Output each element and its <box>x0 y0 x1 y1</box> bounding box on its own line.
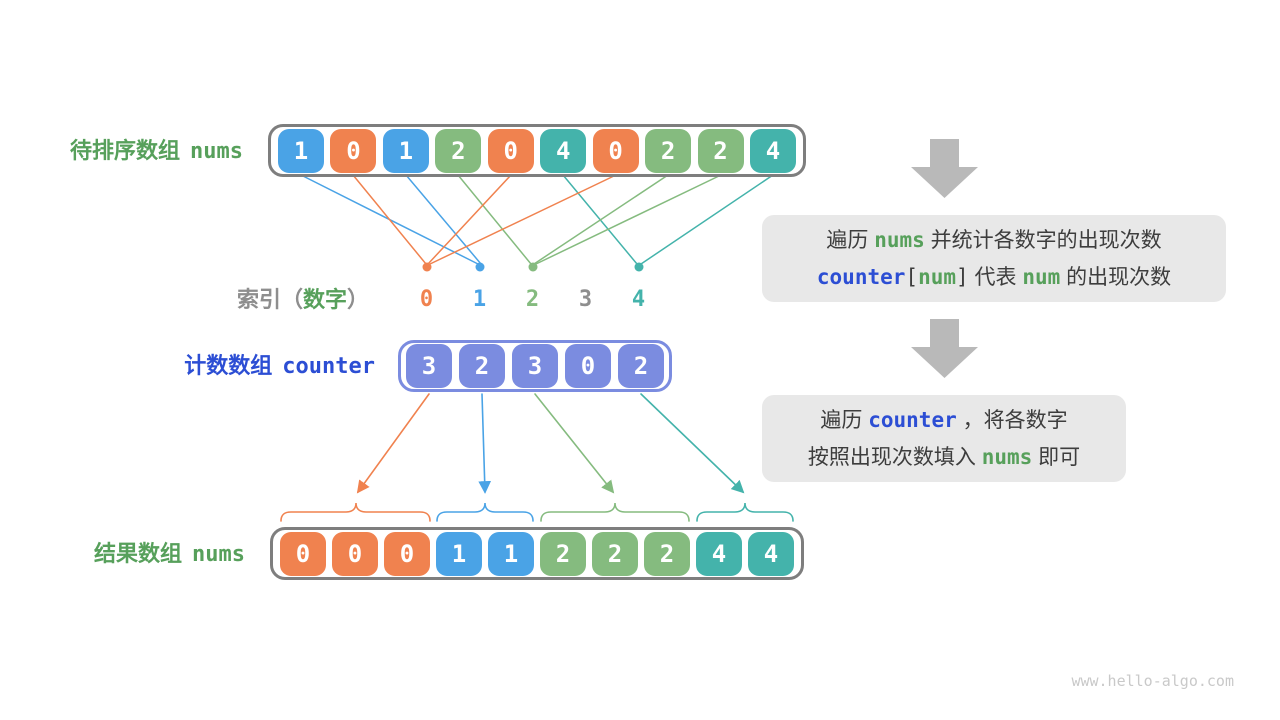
text-segment: 数字 <box>303 287 348 312</box>
text-segment: [ <box>905 264 919 289</box>
array-cell: 1 <box>488 531 534 576</box>
text-segment: counter <box>868 407 957 432</box>
array-cell: 4 <box>540 128 587 173</box>
counter-array-label-text: 计数数组 <box>184 353 273 378</box>
array-cell: 2 <box>697 128 744 173</box>
index-digit: 2 <box>525 287 540 312</box>
result-array-code: nums <box>192 542 245 567</box>
array-cell: 2 <box>540 531 586 576</box>
watermark: www.hello-algo.com <box>1071 672 1234 690</box>
array-cell: 3 <box>512 344 558 388</box>
index-digits-row: 0 1 2 3 4 <box>400 288 665 312</box>
text-segment: num <box>1022 264 1061 289</box>
callout-count-line1: 遍历 nums 并统计各数字的出现次数 <box>826 222 1161 259</box>
callout-count-line2: counter[num] 代表 num 的出现次数 <box>817 259 1171 296</box>
text-segment: nums <box>981 444 1033 469</box>
unsorted-array-code: nums <box>190 139 243 164</box>
array-cell: 2 <box>618 344 664 388</box>
text-segment: ） <box>347 287 370 312</box>
flow-arrows <box>911 139 978 378</box>
result-array-label-text: 结果数组 <box>94 541 183 566</box>
counter-to-result-arrows <box>356 393 745 494</box>
index-label: 索引（数字） <box>237 288 369 312</box>
down-arrow-icon <box>911 319 978 378</box>
text-segment: 并统计各数字的出现次数 <box>924 228 1162 252</box>
array-cell: 0 <box>332 531 378 576</box>
array-cell: 0 <box>487 128 534 173</box>
result-array-label: 结果数组 nums <box>58 542 245 567</box>
nums-to-index-lines <box>300 174 774 265</box>
index-digit: 0 <box>419 287 434 312</box>
text-segment: ] <box>956 264 969 289</box>
counter-array-code: counter <box>282 354 375 379</box>
text-segment: nums <box>874 227 925 252</box>
array-cell: 0 <box>330 128 377 173</box>
array-cell: 0 <box>592 128 639 173</box>
text-segment: 遍历 <box>826 228 875 252</box>
unsorted-array-label-text: 待排序数组 <box>70 138 181 163</box>
result-group-braces <box>280 502 794 522</box>
array-cell: 4 <box>748 531 794 576</box>
array-cell: 1 <box>436 531 482 576</box>
array-cell: 4 <box>696 531 742 576</box>
callout-fill-line2: 按照出现次数填入 nums 即可 <box>808 439 1080 476</box>
array-cell: 2 <box>645 128 692 173</box>
text-segment: 的出现次数 <box>1060 265 1172 289</box>
array-cell: 2 <box>592 531 638 576</box>
array-cell: 1 <box>382 128 429 173</box>
text-segment: 遍历 <box>820 408 869 432</box>
array-cell: 1 <box>278 128 324 173</box>
array-cell: 0 <box>565 344 611 388</box>
array-cell: 0 <box>280 531 326 576</box>
text-segment: num <box>918 264 956 289</box>
array-cell: 0 <box>384 531 430 576</box>
text-segment: 按照出现次数填入 <box>807 445 982 469</box>
array-cell: 2 <box>459 344 505 388</box>
callout-count-step: 遍历 nums 并统计各数字的出现次数 counter[num] 代表 num … <box>762 215 1226 302</box>
callout-fill-step: 遍历 counter ，将各数字 按照出现次数填入 nums 即可 <box>762 395 1126 482</box>
index-digit: 1 <box>472 287 487 312</box>
down-arrow-icon <box>911 139 978 198</box>
text-segment: 代表 <box>968 265 1023 289</box>
text-segment: counter <box>816 264 906 289</box>
array-cell: 2 <box>644 531 690 576</box>
text-segment: 即可 <box>1032 445 1081 469</box>
array-cell: 4 <box>749 128 796 173</box>
text-segment: 索引（ <box>237 287 304 312</box>
index-dots <box>422 262 644 272</box>
counter-array-label: 计数数组 counter <box>130 354 375 379</box>
index-digit: 4 <box>631 287 646 312</box>
unsorted-array-label: 待排序数组 nums <box>28 139 243 164</box>
array-cell: 2 <box>435 128 482 173</box>
index-digit: 3 <box>578 287 593 312</box>
array-cell: 3 <box>406 344 452 388</box>
text-segment: ，将各数字 <box>956 408 1068 432</box>
callout-fill-line1: 遍历 counter ，将各数字 <box>820 402 1067 439</box>
